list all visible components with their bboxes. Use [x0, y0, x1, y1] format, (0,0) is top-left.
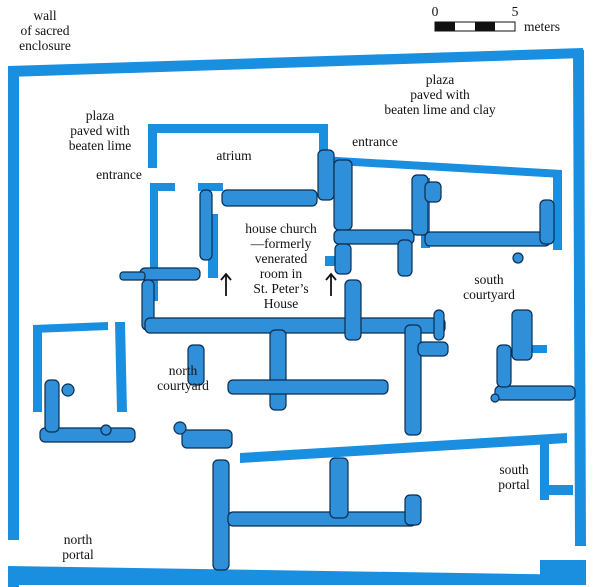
scale-bar [434, 21, 516, 32]
north-portal-label: north portal [62, 532, 94, 562]
stone-foundations [39, 149, 576, 571]
entrance-left-label: entrance [96, 167, 142, 182]
south-courtyard-label: south courtyard [463, 272, 515, 302]
entrance-top-label: entrance [352, 134, 398, 149]
doorway-arrows [220, 272, 337, 296]
scale-unit-label: meters [524, 19, 560, 34]
enclosure-wall [8, 48, 586, 587]
wall-label: wall of sacred enclosure [19, 8, 71, 53]
atrium-label: atrium [216, 148, 252, 163]
house-church-label: house church —formerly venerated room in… [245, 221, 317, 311]
plaza-left-label: plaza paved with beaten lime [68, 108, 132, 153]
north-courtyard-label: north courtyard [157, 363, 209, 393]
scale-end-label: 5 [511, 4, 519, 19]
plaza-right-label: plaza paved with beaten lime and clay [384, 72, 496, 117]
scale-start-label: 0 [431, 4, 439, 19]
south-portal-label: south portal [498, 462, 530, 492]
